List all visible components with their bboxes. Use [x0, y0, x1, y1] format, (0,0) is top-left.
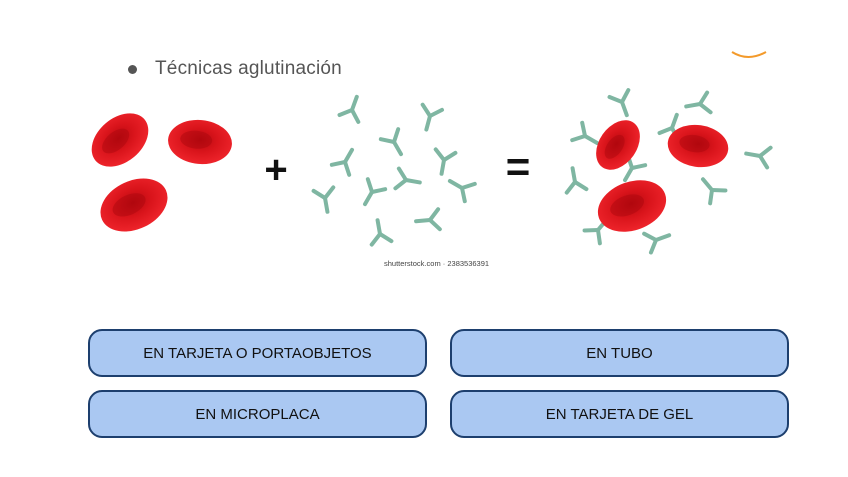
option-button-tarjeta-gel[interactable]: EN TARJETA DE GEL — [450, 390, 789, 438]
antibody-icon — [414, 102, 444, 135]
antibody-icon — [311, 185, 340, 216]
antibody-icon — [337, 91, 369, 124]
red-blood-cell-icon — [166, 117, 234, 167]
orange-arc-icon — [731, 51, 767, 58]
watermark: shutterstock.com · 2383536391 — [384, 259, 490, 268]
red-blood-cell-icon — [664, 121, 732, 171]
option-label: EN TARJETA O PORTAOBJETOS — [143, 344, 372, 362]
antibody-icon — [429, 147, 458, 178]
option-label: EN MICROPLACA — [195, 405, 320, 423]
antibody-icon — [329, 142, 363, 177]
option-label: EN TUBO — [586, 344, 653, 362]
agglutination-illustration: + = — [81, 88, 773, 255]
bullet-icon — [128, 64, 137, 74]
antibody-icon — [354, 177, 388, 212]
red-blood-cells-left — [81, 102, 234, 242]
antibody-icon — [365, 216, 394, 247]
antibodies-middle — [311, 91, 477, 247]
red-blood-cell-icon — [590, 171, 674, 241]
antibody-icon — [742, 141, 773, 170]
antibody-icon — [607, 88, 639, 121]
antibody-icon — [560, 164, 589, 195]
option-button-tubo[interactable]: EN TUBO — [450, 329, 789, 377]
red-blood-cell-icon — [91, 168, 177, 242]
option-label: EN TARJETA DE GEL — [545, 405, 694, 423]
antibody-icon — [413, 207, 442, 234]
option-button-microplaca[interactable]: EN MICROPLACA — [88, 390, 427, 438]
red-blood-cell-icon — [81, 102, 159, 178]
antibody-icon — [642, 223, 675, 255]
heading-text: Técnicas aglutinación — [155, 58, 342, 79]
antibody-icon — [682, 90, 713, 119]
antibody-icon — [693, 170, 728, 206]
heading-row: Técnicas aglutinación — [128, 58, 342, 80]
agglutinated-cluster — [560, 88, 773, 255]
antibody-icon — [378, 127, 412, 162]
antibody-icon — [393, 166, 424, 195]
equals-symbol: = — [506, 143, 531, 190]
plus-symbol: + — [264, 148, 287, 192]
option-button-tarjeta-portaobjetos[interactable]: EN TARJETA O PORTAOBJETOS — [88, 329, 427, 377]
antibody-icon — [442, 170, 477, 204]
